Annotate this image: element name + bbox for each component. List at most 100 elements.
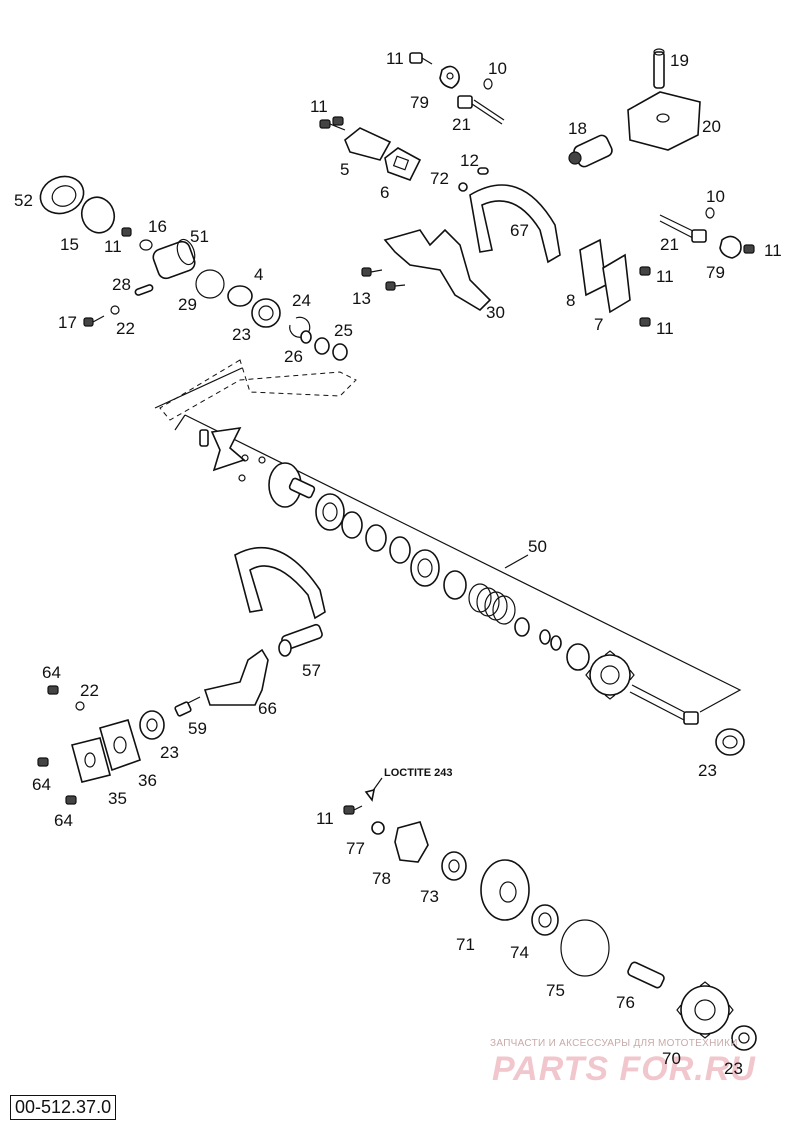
- oring-29-icon: [195, 269, 225, 299]
- label-4: 4: [254, 265, 263, 284]
- spring-coil-icon: [468, 583, 516, 625]
- oring-22b-icon: [75, 701, 85, 711]
- label-23: 23: [698, 761, 717, 780]
- washer-f-icon: [539, 629, 551, 645]
- washer-77-icon: [371, 821, 385, 835]
- label-21: 21: [452, 115, 471, 134]
- label-11: 11: [316, 809, 334, 828]
- gear-icon: [585, 650, 635, 700]
- label-22: 22: [116, 319, 135, 338]
- screw-11g-icon: [343, 805, 363, 815]
- block-20-icon: [627, 91, 701, 151]
- subassembly-dashed-outline: [159, 359, 357, 421]
- washer-25b-icon: [332, 343, 348, 361]
- spring-18-icon: [568, 134, 613, 168]
- spring-band-lower-icon: [234, 546, 326, 620]
- label-24: 24: [292, 291, 311, 310]
- label-15: 15: [60, 235, 79, 254]
- label-66: 66: [258, 699, 277, 718]
- diagram-reference-code: 00-512.37.0: [10, 1095, 117, 1120]
- gasket-7-icon: [602, 253, 631, 314]
- label-5: 5: [340, 160, 349, 179]
- gasket-35-icon: [71, 737, 111, 783]
- label-64: 64: [42, 663, 61, 682]
- washer-16-icon: [139, 239, 153, 251]
- label-64: 64: [32, 775, 51, 794]
- label-11: 11: [104, 237, 122, 256]
- label-73: 73: [420, 887, 439, 906]
- oring-10-icon: [483, 78, 493, 90]
- label-6: 6: [380, 183, 389, 202]
- label-77: 77: [346, 839, 365, 858]
- label-51: 51: [190, 227, 209, 246]
- screw-11d-icon: [743, 244, 755, 254]
- cylinder-51-icon: [152, 238, 196, 280]
- washer-e-icon: [514, 617, 530, 637]
- label-11: 11: [386, 49, 404, 68]
- part-72-icon: [458, 182, 468, 192]
- label-25: 25: [334, 321, 353, 340]
- bracket-79b-icon: [719, 235, 742, 259]
- shaft-57-icon: [278, 623, 323, 657]
- screw-11c-icon: [121, 227, 132, 237]
- label-50: 50: [528, 537, 547, 556]
- shaft-bolt-icon: [629, 684, 699, 725]
- label-12: 12: [460, 151, 479, 170]
- label-74: 74: [510, 943, 529, 962]
- screw-64b-icon: [37, 757, 49, 767]
- bearing-23c-icon: [139, 710, 165, 740]
- washer-26-icon: [300, 330, 312, 344]
- part-labels: 11 10 79 21 11 19 20 18 5 6 12 72 52 15 …: [14, 49, 782, 1078]
- cover-36-icon: [99, 719, 141, 772]
- label-8: 8: [566, 291, 575, 310]
- lever-66-icon: [203, 648, 269, 706]
- label-72: 72: [430, 169, 449, 188]
- shaft-76-icon: [627, 961, 665, 989]
- label-11: 11: [764, 241, 782, 260]
- screw-64c-icon: [65, 795, 77, 805]
- watermark-line2: PARTS FOR.RU: [492, 1050, 756, 1088]
- label-22: 22: [80, 681, 99, 700]
- label-57: 57: [302, 661, 321, 680]
- assembly-axis-line: [154, 367, 742, 713]
- label-79: 79: [706, 263, 725, 282]
- screw-icon: [409, 52, 433, 65]
- screw-11f-icon: [639, 317, 651, 327]
- label-23: 23: [232, 325, 251, 344]
- leader-50: [504, 554, 529, 569]
- washer-4-icon: [227, 285, 253, 307]
- label-71: 71: [456, 935, 475, 954]
- loctite-drop-icon: [364, 788, 376, 802]
- bearing-23a-icon: [251, 298, 281, 328]
- label-23: 23: [160, 743, 179, 762]
- screw-17-icon: [83, 315, 105, 327]
- nut-52-icon: [39, 175, 85, 215]
- label-36: 36: [138, 771, 157, 790]
- label-78: 78: [372, 869, 391, 888]
- bearing-large-icon: [315, 493, 345, 531]
- housing-71-icon: [480, 859, 530, 921]
- pin-19-icon: [653, 48, 665, 89]
- lever-plate-30-icon: [383, 228, 492, 312]
- label-19: 19: [670, 51, 689, 70]
- part-12-icon: [477, 167, 489, 175]
- oring-22a-icon: [110, 305, 120, 315]
- label-7: 7: [594, 315, 603, 334]
- pin-21-icon: [457, 95, 505, 125]
- ring-15-icon: [80, 196, 116, 234]
- loctite-note: LOCTITE 243: [384, 767, 452, 779]
- gasket-5-icon: [344, 127, 392, 161]
- screw-11e-icon: [639, 266, 651, 276]
- label-76: 76: [616, 993, 635, 1012]
- pin-28-icon: [134, 284, 154, 296]
- gasket-6-icon: [384, 147, 422, 181]
- label-67: 67: [510, 221, 529, 240]
- bearing-needle-icon: [410, 549, 440, 587]
- oring-75-icon: [560, 919, 610, 977]
- bearing-74-icon: [531, 904, 559, 936]
- bearing-73-icon: [441, 851, 467, 881]
- label-28: 28: [112, 275, 131, 294]
- oring-10b-icon: [705, 207, 715, 219]
- washer-c-icon: [389, 536, 411, 564]
